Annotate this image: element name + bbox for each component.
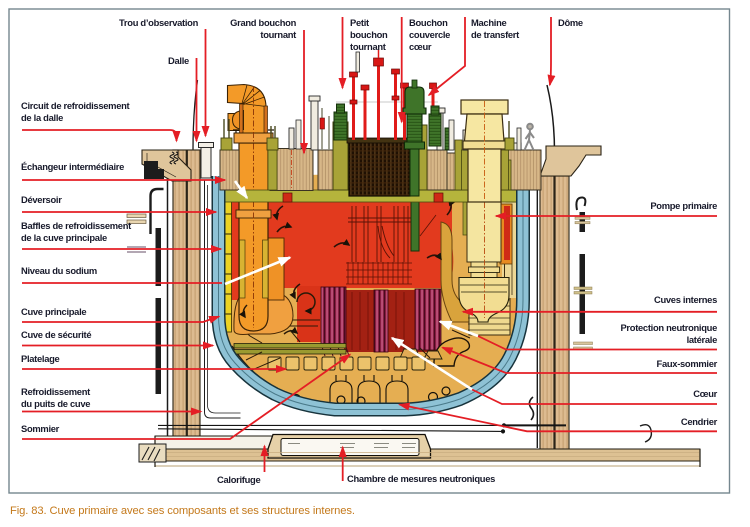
svg-text:Petit: Petit [350,17,369,28]
svg-text:Cuves internes: Cuves internes [654,294,717,305]
svg-text:Circuit de refroidissement: Circuit de refroidissement [21,100,130,111]
svg-text:Dalle: Dalle [168,55,189,66]
svg-text:tournant: tournant [260,29,296,40]
svg-text:de la dalle: de la dalle [21,112,63,123]
svg-text:bouchon: bouchon [350,29,388,40]
svg-text:du puits de cuve: du puits de cuve [21,398,90,409]
svg-text:Protection neutronique: Protection neutronique [620,322,717,333]
svg-text:Chambre de mesures neutronique: Chambre de mesures neutroniques [347,473,495,484]
svg-text:Platelage: Platelage [21,353,60,364]
svg-text:Refroidissement: Refroidissement [21,386,90,397]
svg-text:de la cuve principale: de la cuve principale [21,232,107,243]
svg-text:Grand bouchon: Grand bouchon [230,17,296,28]
svg-text:Niveau du sodium: Niveau du sodium [21,265,97,276]
svg-text:Bouchon: Bouchon [409,17,448,28]
svg-text:Dôme: Dôme [558,17,583,28]
svg-text:Trou d’observation: Trou d’observation [119,17,199,28]
svg-text:couvercle: couvercle [409,29,450,40]
svg-text:Cendrier: Cendrier [681,416,718,427]
svg-text:Cuve de sécurité: Cuve de sécurité [21,329,91,340]
svg-text:tournant: tournant [350,41,386,52]
svg-text:Cuve principale: Cuve principale [21,306,86,317]
svg-text:Déversoir: Déversoir [21,194,62,205]
svg-text:latérale: latérale [687,334,718,345]
svg-text:Sommier: Sommier [21,423,60,434]
svg-text:Calorifuge: Calorifuge [217,474,260,485]
svg-text:Pompe primaire: Pompe primaire [650,200,717,211]
svg-text:Baffles de refroidissement: Baffles de refroidissement [21,220,131,231]
svg-text:cœur: cœur [409,41,432,52]
svg-text:Cœur: Cœur [693,388,717,399]
svg-text:Fig. 83. Cuve primaire avec se: Fig. 83. Cuve primaire avec ses composan… [10,505,355,517]
svg-text:Faux-sommier: Faux-sommier [657,358,718,369]
svg-text:Échangeur intermédiaire: Échangeur intermédiaire [21,161,124,172]
svg-text:Machine: Machine [471,17,506,28]
svg-text:de transfert: de transfert [471,29,519,40]
